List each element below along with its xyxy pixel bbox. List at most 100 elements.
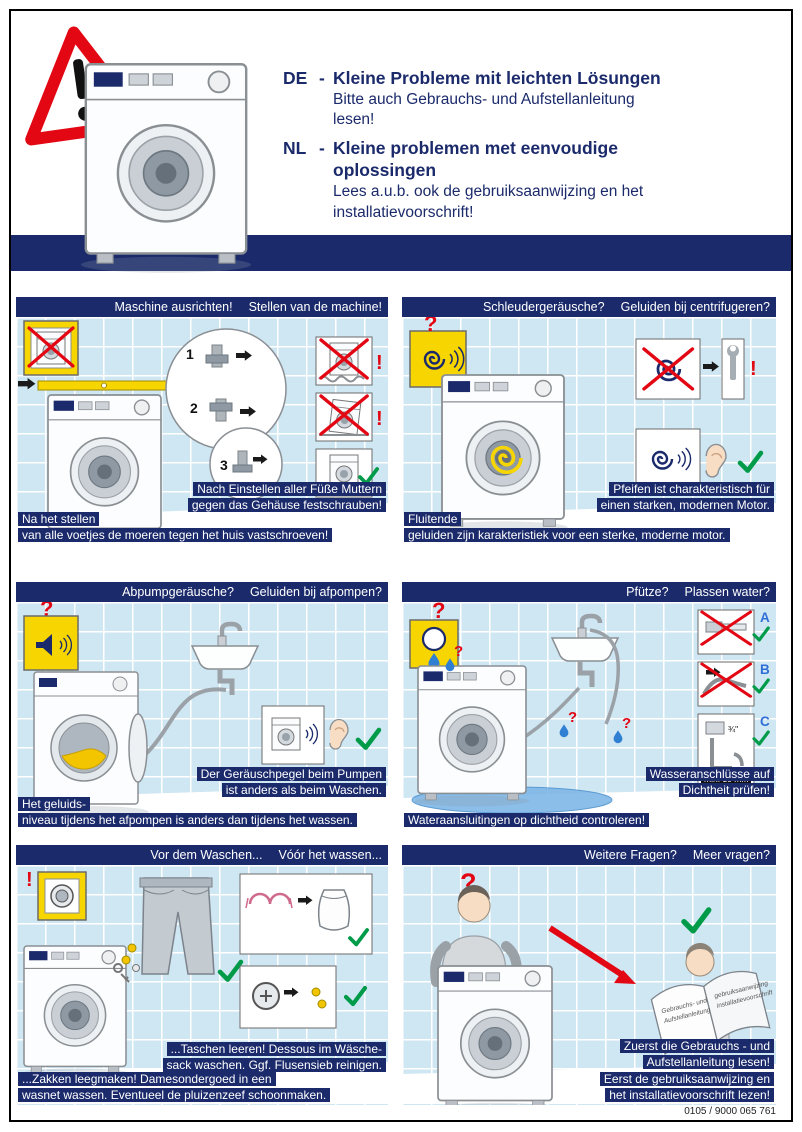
tilted-wrong-inset: ! (315, 392, 383, 442)
exclamation-mark: ! (750, 358, 757, 380)
soft-floor-wrong-inset: ! (315, 336, 383, 386)
title-nl: NL - Kleine problemen met eenvoudige opl… (283, 137, 783, 183)
exclamation-mark: ! (376, 352, 383, 374)
pump-noise-sign-icon (23, 615, 79, 671)
document-code: 0105 / 9000 065 761 (684, 1106, 776, 1117)
panel-header: Maschine ausrichten! Stellen van de machi… (16, 297, 388, 317)
laundry-bag-inset (239, 873, 373, 955)
check-icon (220, 962, 241, 980)
washing-machine-open-illustration (29, 671, 149, 818)
ear-icon (705, 443, 727, 478)
caption-de: Der Geräuschpegel beim Pumpen ist anders… (196, 767, 386, 798)
label-b: B (760, 662, 770, 677)
panel-spin-noise: Schleudergeräusche?Geluiden bij centrifu… (402, 297, 776, 545)
panel-pump-noise: Abpumpgeräusche?Geluiden bij afpompen? ? (16, 582, 388, 830)
lang-label-de: DE (283, 68, 308, 88)
title-de: DE - Kleine Probleme mit leichten Lösung… (283, 67, 783, 90)
caption-de: Pfeifen ist charakteristisch für einen s… (596, 482, 774, 513)
panel-level-machine: Maschine ausrichten! Stellen van de machi… (16, 297, 388, 545)
check-icon (752, 678, 770, 694)
step-1-label: 1 (186, 346, 194, 362)
washing-machine-illustration (81, 63, 251, 274)
question-mark: ? (432, 602, 445, 623)
title-block: DE - Kleine Probleme mit leichten Lösung… (283, 67, 783, 229)
check-icon (346, 988, 365, 1004)
trousers-empty-pockets-illustration (113, 877, 241, 983)
panel-header-nl: Plassen water? (684, 585, 770, 599)
label-c: C (760, 714, 770, 729)
subtitle-de: Bitte auch Gebrauchs- und Aufstellanleit… (333, 90, 635, 129)
panel-header-nl: Meer vragen? (692, 848, 770, 862)
panel-body: ! (16, 865, 388, 1105)
sink-illustration (192, 624, 258, 695)
panel-header: Abpumpgeräusche? Geluiden bij afpompen? (16, 582, 388, 602)
manual-book-illustration: Gebrauchs- und Aufstellanleitung gebruik… (650, 970, 774, 1056)
panel-puddle: Pfütze? Plassen water? ? ? (402, 582, 776, 830)
panel-header-nl: Stellen van de machine! (248, 300, 382, 314)
caption-nl: Fluitende geluiden zijn karakteristiek v… (404, 512, 730, 543)
panel-header-de: Abpumpgeräusche? (122, 585, 234, 599)
title-de-text: Kleine Probleme mit leichten Lösungen (333, 68, 661, 88)
panel-more-questions: Weitere Fragen?Meer vragen? ? (402, 845, 776, 1105)
title-nl-text: Kleine problemen met eenvoudige oplossin… (333, 137, 618, 181)
header: DE - Kleine Probleme mit leichten Lösung… (11, 11, 791, 283)
check-icon (740, 453, 761, 471)
washing-machine-illustration (20, 945, 130, 1080)
panel-header-de: Vor dem Waschen... (150, 848, 263, 862)
caption-nl: Wateraansluitingen op dichtheid controle… (404, 812, 650, 829)
panel-header-de: Maschine ausrichten! (114, 300, 233, 314)
caption-de: ...Taschen leeren! Dessous im Wäsche- sa… (162, 1042, 386, 1073)
hose-inset: B (697, 661, 770, 707)
lang-label-nl: NL (283, 137, 307, 158)
no-unstable-floor-sign-icon (23, 320, 79, 376)
leak-point-question-2: ? (559, 709, 577, 738)
check-icon (684, 910, 709, 931)
step-3-label: 3 (220, 457, 228, 473)
caption-de: Zuerst die Gebrauchs - und Aufstellanlei… (619, 1039, 774, 1070)
question-mark: ? (424, 317, 437, 336)
washing-machine-illustration (433, 965, 557, 1105)
check-icon (752, 730, 770, 746)
whistle-no-repair-inset: ! (635, 338, 757, 400)
hose-size-label: ¾" (728, 724, 738, 734)
check-icon (358, 730, 379, 748)
red-arrow (548, 925, 636, 984)
pump-noise-normal-inset (261, 705, 379, 765)
panel-header-de: Pfütze? (626, 585, 669, 599)
caption-de: Nach Einstellen aller Füße Muttern gegen… (187, 482, 386, 513)
tap-connection-inset: A (697, 609, 770, 655)
exclamation-mark: ! (26, 869, 33, 891)
panel-before-washing: Vor dem Waschen...Vóór het wassen... ! (16, 845, 388, 1105)
ear-icon (329, 718, 349, 750)
exclamation-mark: ! (376, 408, 383, 430)
subtitle-nl: Lees a.u.b. ook de gebruiksaanwijzing en… (333, 183, 644, 221)
caption-nl: ...Zakken leegmaken! Damesondergoed in e… (18, 1072, 331, 1103)
washing-machine-illustration (413, 665, 531, 808)
panel-header-nl: Geluiden bij afpompen? (249, 585, 382, 599)
before-wash-sign-icon (37, 871, 87, 921)
more-questions-illustration: ? Gebrauchs- u (402, 868, 776, 1105)
step-2-label: 2 (190, 400, 198, 416)
dash: - (319, 68, 325, 88)
svg-text:?: ? (568, 709, 577, 726)
panel-header: Schleudergeräusche?Geluiden bij centrifu… (402, 297, 776, 317)
svg-text:?: ? (454, 643, 463, 660)
caption-nl: Na het stellen van alle voetjes de moere… (18, 512, 333, 543)
caption-de: Wasseranschlüsse auf Dichtheit prüfen! (645, 767, 774, 798)
supply-hose (589, 628, 620, 725)
caption-nl: Eerst de gebruiksaanwijzing en het insta… (599, 1072, 774, 1103)
normal-motor-noise-inset (635, 428, 761, 490)
foot-adjustment-inset: 1 2 3 (165, 328, 287, 501)
sink-illustration (552, 616, 618, 687)
leak-point-question-3: ? (613, 715, 631, 744)
panel-header: Pfütze? Plassen water? (402, 582, 776, 602)
label-a: A (760, 610, 770, 625)
lint-filter-inset (239, 965, 365, 1029)
check-icon (752, 626, 770, 642)
drain-hose (519, 686, 581, 742)
washing-machine-illustration (437, 374, 569, 535)
caption-nl: Het geluids- niveau tijdens het afpompen… (18, 797, 357, 828)
svg-text:?: ? (622, 715, 631, 732)
panel-header-de: Weitere Fragen? (584, 848, 677, 862)
panel-header-nl: Geluiden bij centrifugeren? (620, 300, 770, 314)
